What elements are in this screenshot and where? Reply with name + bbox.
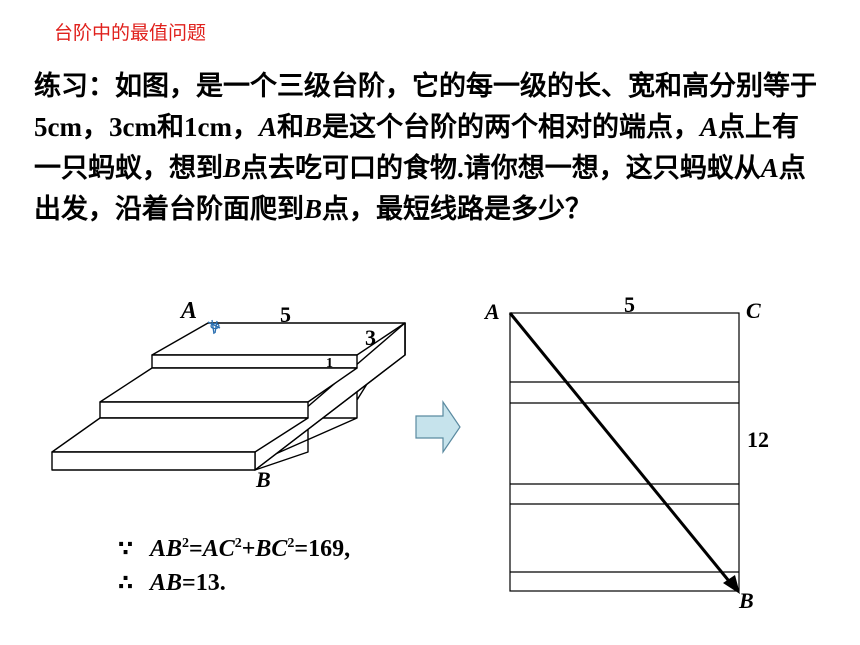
problem-statement: 练习：如图，是一个三级台阶，它的每一级的长、宽和高分别等于5cm，3cm和1cm…: [34, 71, 817, 225]
right-label-side: 12: [747, 427, 769, 452]
right-label-C: C: [746, 298, 761, 323]
left-label-A: A: [179, 298, 197, 324]
step-middle-riser: [99, 401, 309, 419]
right-label-top: 5: [624, 292, 635, 317]
step-bottom-riser: [51, 451, 256, 471]
left-label-height: 1: [326, 356, 333, 371]
left-label-width: 3: [365, 325, 376, 350]
right-label-A: A: [483, 299, 500, 324]
staircase-back-edge: [254, 323, 406, 471]
unfolded-rectangle: [509, 312, 740, 592]
left-label-B: B: [255, 467, 271, 492]
left-label-length: 5: [280, 302, 291, 327]
solution-line-2: ∴AB=13.: [118, 570, 226, 596]
right-label-B: B: [738, 588, 754, 613]
solution-line-1: ∵AB2=AC2+BC2=169,: [118, 536, 351, 562]
transform-arrow-icon: [415, 400, 461, 454]
ant-icon: [207, 319, 221, 335]
shortest-path-arrow: [508, 312, 740, 594]
staircase-figure: [51, 319, 406, 471]
slide-heading: 台阶中的最值问题: [54, 22, 207, 44]
unfolded-outline: [509, 312, 740, 592]
